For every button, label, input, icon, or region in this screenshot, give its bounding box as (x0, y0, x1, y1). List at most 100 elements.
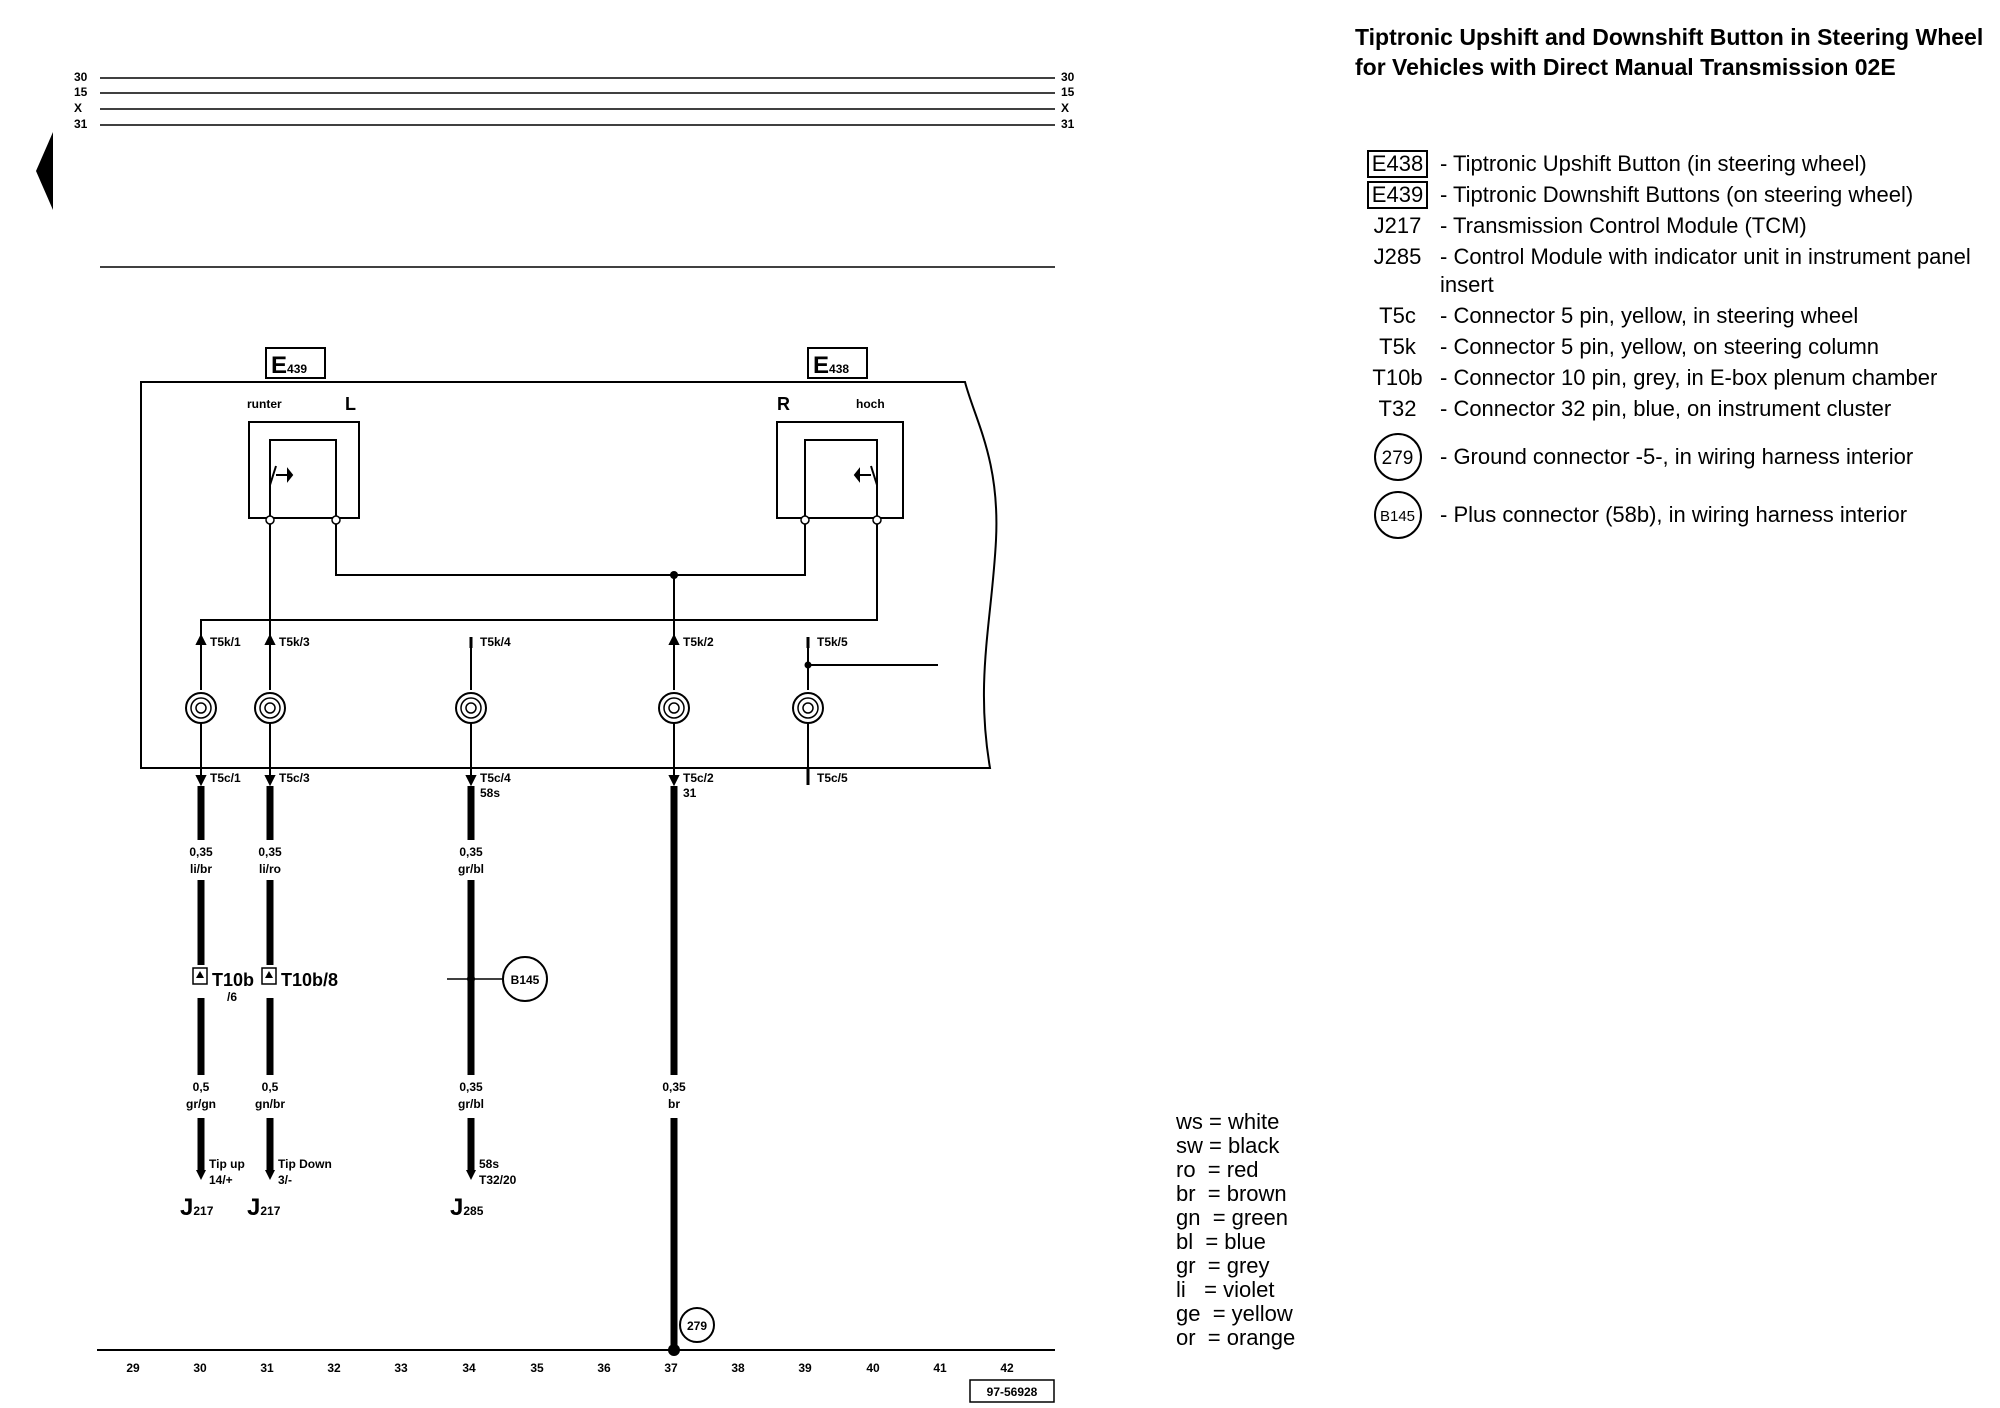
e439-name: runter (247, 397, 282, 411)
color-code-row: or = orange (1176, 1325, 1296, 1350)
legend-code-text: J285 (1373, 244, 1422, 269)
color-code-row: ge = yellow (1176, 1301, 1293, 1326)
wire-size: 0,5 (262, 1080, 279, 1094)
connector-label: T5c/1 (210, 771, 241, 785)
dest-code: J (247, 1194, 260, 1221)
wire-size: 0,35 (662, 1080, 686, 1094)
connector-label: T5c/5 (817, 771, 848, 785)
t10b-arrow-icons (196, 971, 273, 978)
legend-code-text: 279 (1373, 433, 1422, 481)
legend-code-text: J217 (1373, 213, 1422, 238)
svg-text:E439: E439 (271, 352, 307, 379)
page-turn-arrow-icon (36, 132, 53, 210)
legend-description: - Tiptronic Upshift Button (in steering … (1440, 151, 1867, 176)
e438-tag-box (807, 347, 868, 379)
legend-description: - Transmission Control Module (TCM) (1440, 213, 1807, 238)
svg-text:J217: J217 (180, 1194, 214, 1221)
svg-text:E438: E438 (813, 352, 849, 379)
steering-wheel-housing (140, 381, 998, 769)
power-rails (100, 77, 1055, 126)
wire-end-label: 58s (479, 1157, 499, 1171)
e439-switch-box (248, 421, 360, 519)
legend-code: T5c (1355, 302, 1440, 330)
legend-code: B145 (1355, 491, 1440, 539)
e438-switch-icon (804, 439, 878, 518)
t5c-connectors (195, 768, 810, 787)
wire-end-label: Tip Down (278, 1157, 332, 1171)
rail-label: X (74, 101, 82, 115)
rail-label: 15 (1061, 85, 1075, 99)
connector-label: T5c/4 (480, 771, 511, 785)
t10b-label: T10b (212, 970, 254, 990)
legend-description: - Connector 5 pin, yellow, on steering c… (1440, 334, 1880, 359)
svg-text:31: 31 (260, 1361, 274, 1375)
svg-text:34: 34 (462, 1361, 476, 1375)
wire-end-pin: T32/20 (479, 1173, 517, 1187)
svg-text:37: 37 (664, 1361, 678, 1375)
coil-icon (792, 692, 824, 724)
svg-text:39: 39 (798, 1361, 812, 1375)
legend-code-text: T10b (1372, 365, 1423, 390)
legend-description: - Connector 32 pin, blue, on instrument … (1440, 396, 1892, 421)
svg-text:33: 33 (394, 1361, 408, 1375)
legend-code-text: T5k (1379, 334, 1416, 359)
color-code-row: li = violet (1176, 1277, 1275, 1302)
e438-side: R (777, 394, 790, 414)
dest-code: J (450, 1194, 463, 1221)
legend-code: 279 (1355, 433, 1440, 481)
rail-labels-right: 30 15 X 31 (1061, 70, 1075, 131)
rail-labels-left: 30 15 X 31 (74, 70, 88, 131)
rail-label: 31 (74, 117, 88, 131)
legend-row: B145- Plus connector (58b), in wiring ha… (1355, 491, 1995, 539)
svg-text:32: 32 (327, 1361, 341, 1375)
rail-label: X (1061, 101, 1069, 115)
t10b-label: T10b/8 (281, 970, 338, 990)
ground-279-label: 279 (687, 1319, 707, 1333)
color-code-row: gn = green (1176, 1205, 1288, 1230)
svg-text:41: 41 (933, 1361, 947, 1375)
legend-code: J285 (1355, 243, 1440, 271)
coil-icon (185, 692, 217, 724)
drawing-id-box (969, 1379, 1055, 1403)
e439-side: L (345, 394, 356, 414)
clock-spring-coils (185, 692, 824, 768)
junction-dot (670, 571, 678, 579)
wire-color: li/ro (259, 862, 281, 876)
wire-color: gr/gn (186, 1097, 216, 1111)
legend-description: - Plus connector (58b), in wiring harnes… (1440, 502, 1908, 527)
legend-row: E438- Tiptronic Upshift Button (in steer… (1355, 150, 1995, 178)
color-code-row: sw = black (1176, 1133, 1280, 1158)
rail-label: 31 (1061, 117, 1075, 131)
diagram-title: Tiptronic Upshift and Downshift Button i… (1355, 24, 1984, 80)
wire-color: br (668, 1097, 680, 1111)
wire-end-pin: 3/- (278, 1173, 292, 1187)
svg-text:40: 40 (866, 1361, 880, 1375)
legend-description: - Tiptronic Downshift Buttons (on steeri… (1440, 182, 1914, 207)
svg-text:29: 29 (126, 1361, 140, 1375)
wire-size: 0,35 (459, 1080, 483, 1094)
svg-text:J217: J217 (247, 1194, 281, 1221)
grid-numbers: 29 30 31 32 33 34 35 36 37 38 39 40 41 4… (126, 1361, 1014, 1375)
color-code-row: ws = white (1176, 1109, 1280, 1134)
wire-end-arrows (196, 1170, 476, 1180)
e438-code: E (813, 352, 829, 379)
legend-code-text: T32 (1378, 396, 1417, 421)
connector-label: T5k/3 (279, 635, 310, 649)
connector-label: T5c/2 (683, 771, 714, 785)
legend-row: T5k - Connector 5 pin, yellow, on steerin… (1355, 333, 1995, 361)
t10b-pin: /6 (227, 990, 237, 1004)
color-code-row: bl = blue (1176, 1229, 1266, 1254)
wire-end-label: Tip up (209, 1157, 245, 1171)
svg-text:42: 42 (1000, 1361, 1014, 1375)
wire-color: gr/bl (458, 1097, 484, 1111)
dest-sub: 217 (260, 1204, 280, 1218)
b145-label: B145 (511, 973, 540, 987)
legend-row: T5c- Connector 5 pin, yellow, in steerin… (1355, 302, 1995, 330)
svg-text:36: 36 (597, 1361, 611, 1375)
legend-code: E438 (1355, 150, 1440, 178)
drawing-id: 97-56928 (987, 1385, 1038, 1399)
connector-label: T5c/3 (279, 771, 310, 785)
e438-name: hoch (856, 397, 885, 411)
legend-code: T5k (1355, 333, 1440, 361)
component-legend: E438- Tiptronic Upshift Button (in steer… (1355, 150, 1995, 542)
